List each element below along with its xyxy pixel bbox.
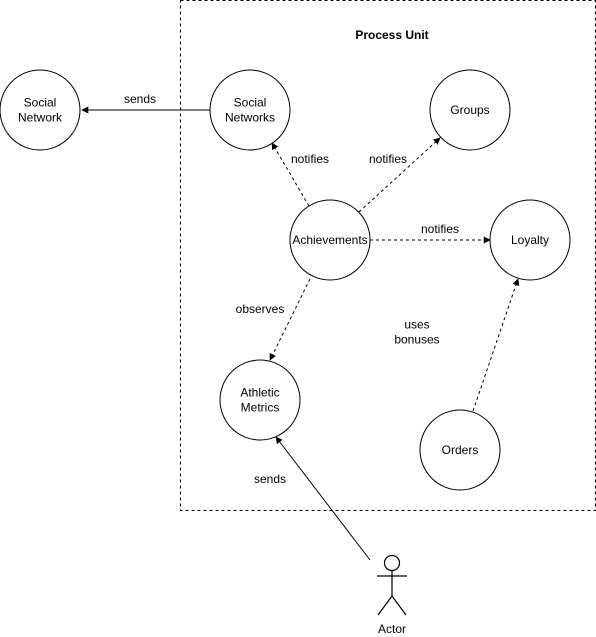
label-line: Network: [18, 111, 63, 125]
edge-label-notifies-loyalty: notifies: [421, 222, 459, 236]
label-line: bonuses: [394, 333, 439, 347]
label-line: sends: [254, 472, 286, 486]
label-line: notifies: [421, 222, 459, 236]
process-unit-title: Process Unit: [355, 28, 428, 42]
actor-figure[interactable]: Actor: [377, 554, 407, 637]
edge-label-sends-social: sends: [124, 92, 156, 106]
node-loyalty[interactable]: Loyalty: [489, 199, 571, 281]
edge-labels: sends notifies notifies notifies observe…: [124, 92, 459, 486]
node-groups[interactable]: Groups: [429, 69, 511, 151]
label-line: Social: [234, 96, 267, 110]
label-line: Groups: [450, 103, 489, 117]
edge-notifies-social-networks: [271, 142, 310, 207]
label-line: sends: [124, 92, 156, 106]
label-line: uses: [404, 318, 429, 332]
label-line: Networks: [225, 111, 275, 125]
edge-label-sends-actor: sends: [254, 472, 286, 486]
actor-left-leg-icon: [377, 595, 393, 616]
label-line: notifies: [291, 152, 329, 166]
node-label: Orders: [442, 443, 479, 457]
label-line: Metrics: [241, 401, 280, 415]
node-achievements[interactable]: Achievements: [289, 199, 371, 281]
edge-label-notifies-social-networks: notifies: [291, 152, 329, 166]
node-orders[interactable]: Orders: [419, 409, 501, 491]
label-line: Achievements: [292, 233, 367, 247]
label-line: notifies: [369, 152, 407, 166]
edge-observes: [269, 278, 311, 361]
edge-sends-athletic-metrics: [275, 436, 371, 561]
node-label: Loyalty: [511, 233, 549, 247]
actor-head-icon: [383, 554, 401, 572]
actor-right-leg-icon: [391, 595, 407, 616]
label-line: Social: [24, 96, 57, 110]
actor-label: Actor: [378, 622, 406, 636]
edges: [81, 106, 520, 561]
edge-label-notifies-groups: notifies: [369, 152, 407, 166]
node-label: Groups: [450, 103, 489, 117]
edge-label-observes: observes: [236, 302, 285, 316]
label-line: observes: [236, 302, 285, 316]
node-label: Achievements: [292, 233, 367, 247]
label-line: Loyalty: [511, 233, 549, 247]
edge-uses-bonuses: [472, 278, 520, 412]
edge-notifies-groups: [358, 137, 441, 213]
label-line: Athletic: [240, 386, 279, 400]
label-line: Orders: [442, 443, 479, 457]
